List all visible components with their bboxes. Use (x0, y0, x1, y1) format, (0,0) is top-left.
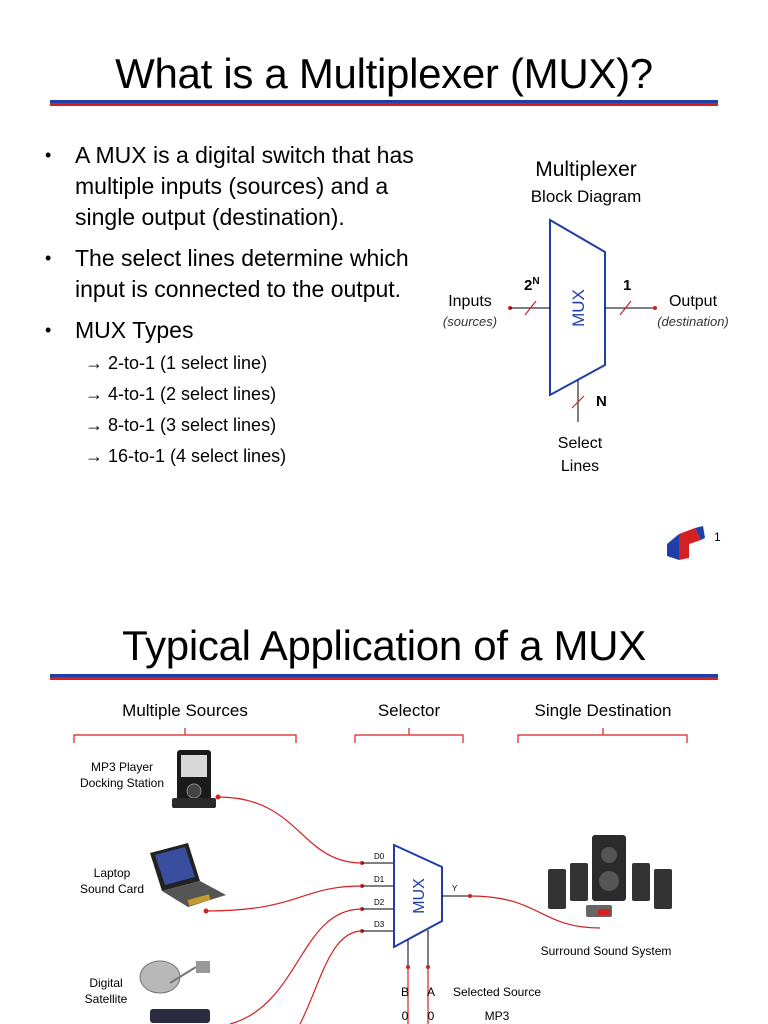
input-width-label: 2N (524, 276, 540, 294)
mux-type-item: → 2-to-1 (1 select line) (85, 353, 268, 373)
slide-1: What is a Multiplexer (MUX)? A MUX is a … (0, 0, 768, 575)
wire-source-2 (205, 885, 363, 912)
mux-output-label: Y (452, 884, 458, 893)
mux-block (549, 218, 606, 397)
slide-1-title-rule (50, 100, 718, 106)
slide-2-title: Typical Application of a MUX (122, 622, 646, 669)
page-number: 1 (714, 530, 721, 544)
mux-block-diagram: Multiplexer Block Diagram MUX 2N Inputs … (443, 158, 729, 475)
diagram-title: Multiplexer (535, 158, 637, 181)
laptop-icon (150, 843, 226, 907)
table-cell: 0 (402, 1009, 409, 1023)
mux-type-item: → 8-to-1 (3 select lines) (85, 415, 277, 435)
wire-source-1 (217, 796, 363, 864)
inputs-label: Inputs (448, 293, 492, 310)
table-header-b: B (401, 985, 409, 999)
mux-input-label: D0 (374, 852, 385, 861)
source-1-label-line-2: Docking Station (80, 776, 164, 790)
satellite-dish-icon (139, 960, 210, 1023)
header-multiple-sources: Multiple Sources (122, 701, 248, 720)
output-width-label: 1 (623, 277, 631, 294)
diagram-subtitle: Block Diagram (531, 187, 642, 206)
output-label: Output (669, 293, 718, 310)
source-3-label-line-2: Satellite (85, 992, 128, 1006)
wire-output (469, 895, 601, 929)
select-width-label: N (596, 393, 607, 410)
destination-brace (517, 728, 688, 743)
bullet-item: MUX Types → 2-to-1 (1 select line) → 4-t… (45, 315, 425, 472)
source-2-label-line-2: Sound Card (80, 882, 144, 896)
mux-type-item: → 4-to-1 (2 select lines) (85, 384, 277, 404)
mux-application-diagram: Multiple Sources Selector Single Destina… (73, 701, 688, 1024)
mux-input-label: D2 (374, 898, 385, 907)
mux-label: MUX (569, 289, 588, 327)
table-cell: MP3 (485, 1009, 510, 1023)
table-header-selected-source: Selected Source (453, 985, 541, 999)
mux-label: MUX (411, 878, 428, 914)
wire-source-4 (299, 930, 363, 1024)
presentation-logo (667, 526, 705, 560)
mp3-player-icon (172, 750, 216, 808)
surround-speakers-icon (548, 835, 672, 917)
table-cell: 0 (428, 1009, 435, 1023)
source-1-label-line-1: MP3 Player (91, 760, 153, 774)
slide-1-title: What is a Multiplexer (MUX)? (115, 50, 653, 97)
wire-source-3 (229, 908, 363, 1024)
mux-type-item: → 16-to-1 (4 select lines) (85, 446, 287, 466)
sources-brace (73, 728, 297, 743)
slide-2: Typical Application of a MUX Multiple So… (0, 575, 768, 1024)
source-3-label-line-1: Digital (89, 976, 122, 990)
slide-2-title-rule (50, 674, 718, 680)
mux-types-list: → 2-to-1 (1 select line) → 4-to-1 (2 sel… (75, 348, 425, 472)
bullet-list: A MUX is a digital switch that has multi… (45, 140, 425, 482)
bullet-item: A MUX is a digital switch that has multi… (45, 140, 425, 233)
source-2-label-line-1: Laptop (94, 866, 131, 880)
mux-block (393, 843, 443, 949)
header-single-destination: Single Destination (534, 701, 671, 720)
mux-types-label: MUX Types (75, 317, 194, 343)
select-bus-slash (571, 395, 585, 409)
output-sublabel: (destination) (657, 314, 729, 329)
output-bus-slash (619, 300, 632, 316)
select-label-line-1: Select (558, 435, 603, 452)
output-dot (653, 306, 657, 310)
mux-input-label: D3 (374, 920, 385, 929)
input-bus-slash (524, 300, 537, 316)
destination-label: Surround Sound System (541, 944, 672, 958)
selector-brace (354, 728, 464, 743)
select-label-line-2: Lines (561, 458, 599, 475)
header-selector: Selector (378, 701, 441, 720)
table-header-a: A (427, 985, 435, 999)
mux-input-label: D1 (374, 875, 385, 884)
bullet-item: The select lines determine which input i… (45, 243, 425, 305)
inputs-sublabel: (sources) (443, 314, 497, 329)
